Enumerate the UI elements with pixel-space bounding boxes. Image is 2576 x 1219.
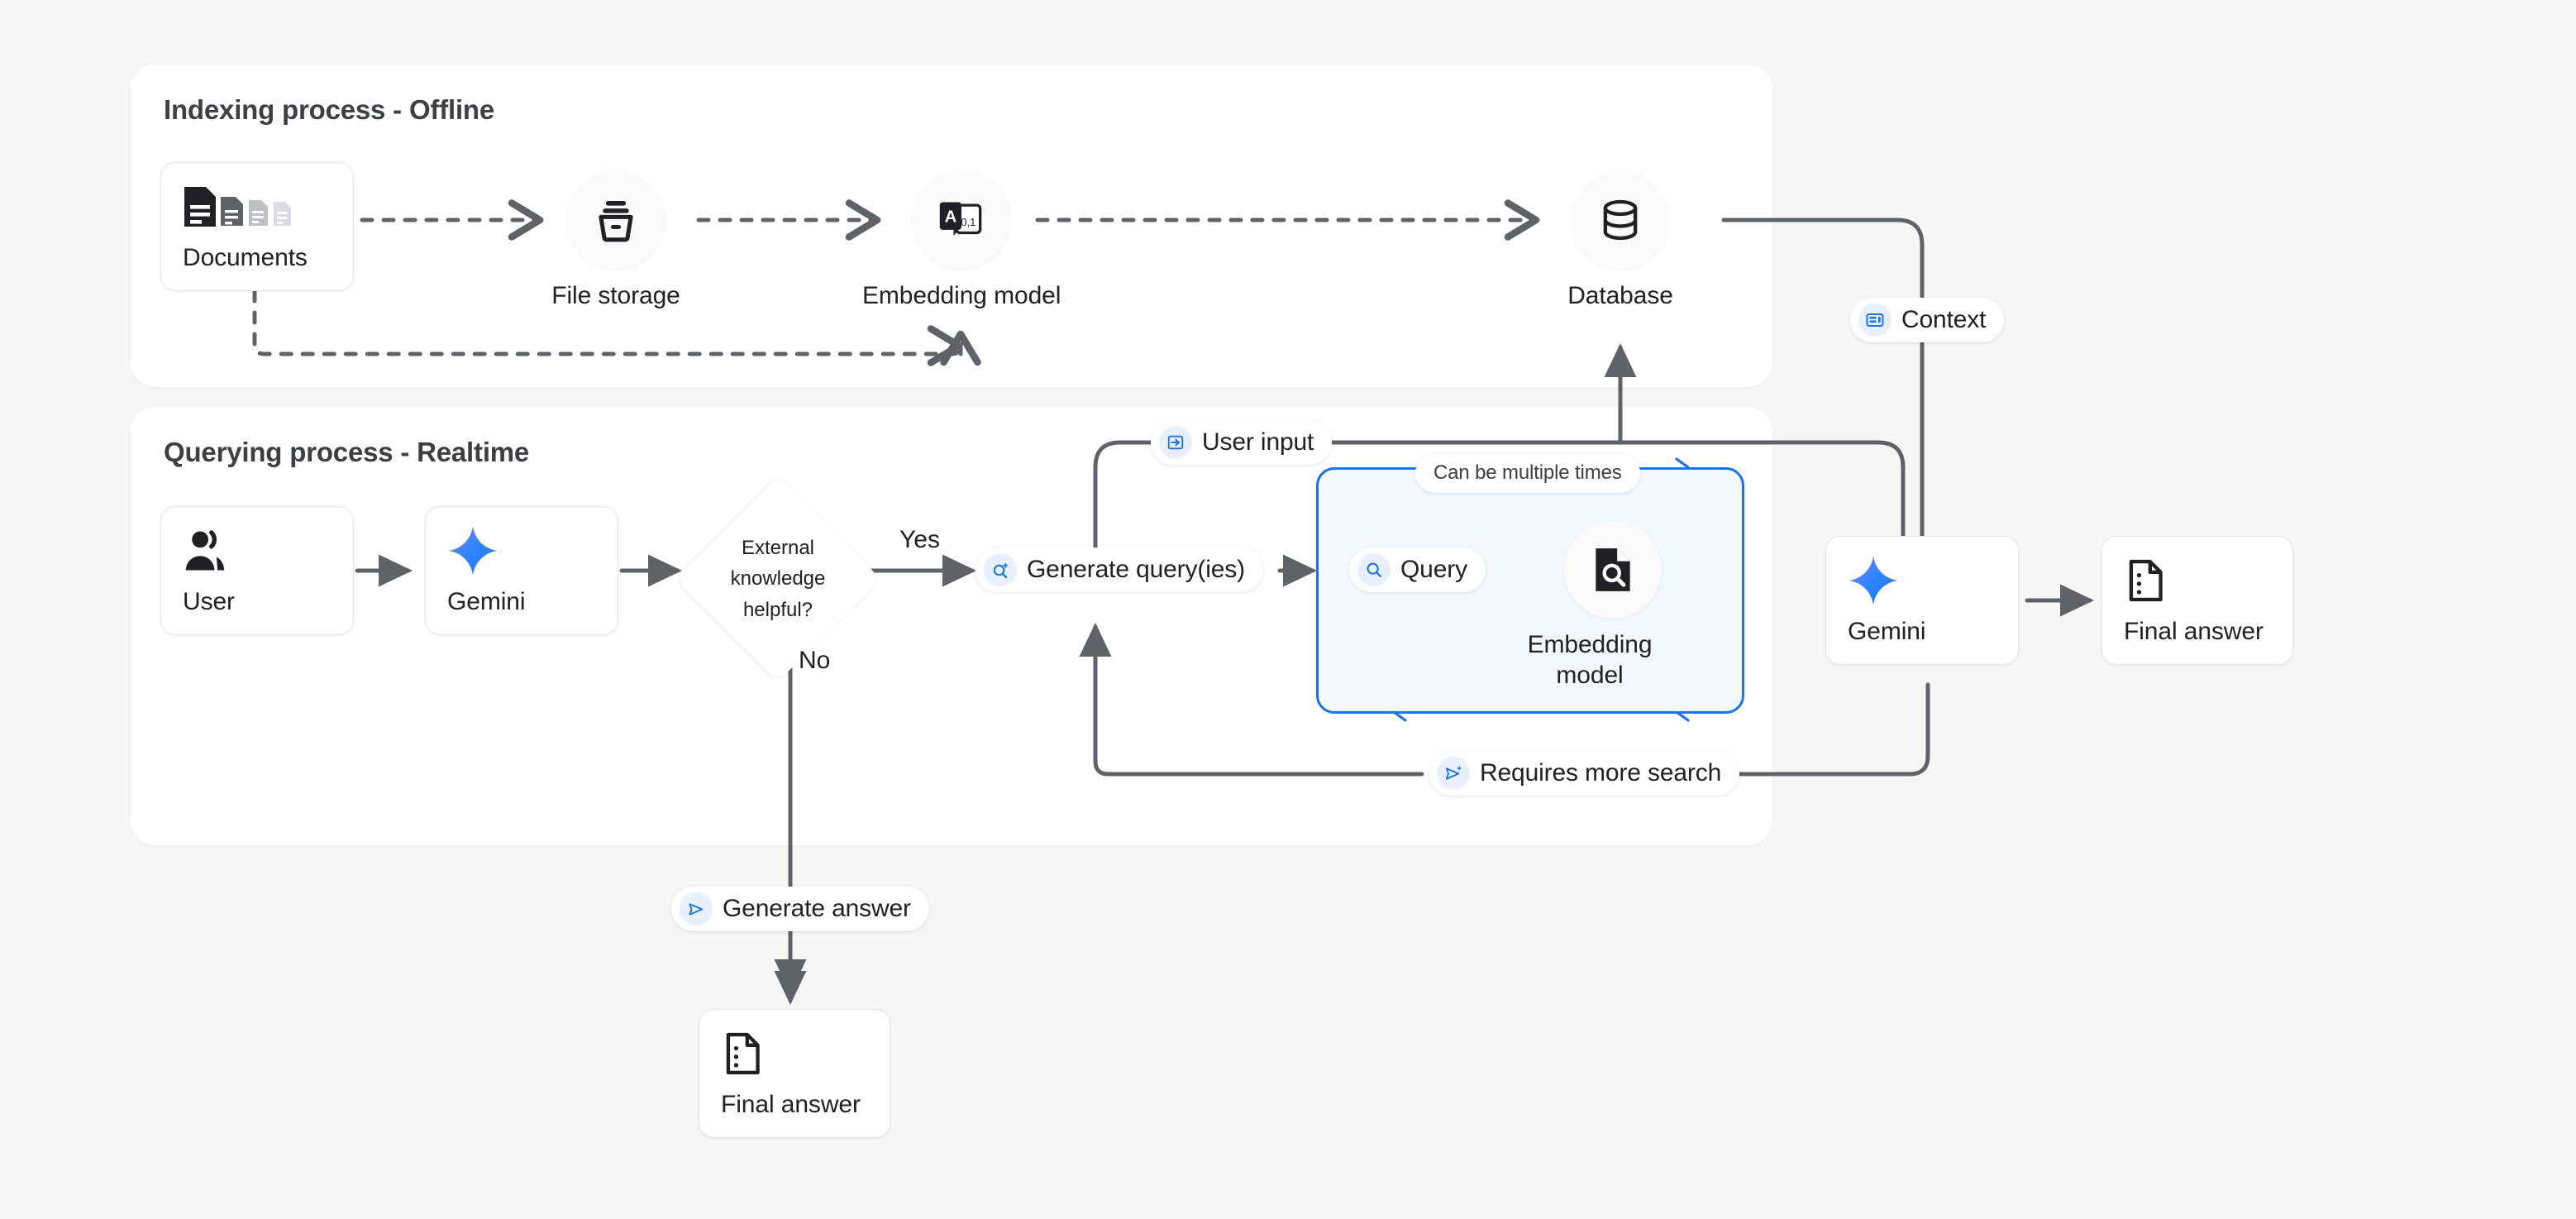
node-file-storage-label: File storage <box>551 282 680 309</box>
pill-generate-answer-label: Generate answer <box>723 895 911 922</box>
document-search-icon <box>1596 548 1630 591</box>
node-file-storage[interactable] <box>567 171 665 269</box>
pill-query[interactable]: Query <box>1349 547 1486 592</box>
user-icon <box>183 525 353 576</box>
pill-context-label: Context <box>1901 306 1987 333</box>
node-gemini-left-label: Gemini <box>447 588 526 615</box>
text-to-vector-icon: 0,1 A <box>939 202 982 237</box>
edge-label-no: No <box>799 647 831 674</box>
node-final-answer-right[interactable]: Final answer <box>2101 536 2293 665</box>
decision-line-3: helpful? <box>742 598 813 621</box>
gemini-sparkle-icon <box>447 525 618 576</box>
node-final-answer-bottom[interactable]: Final answer <box>699 1009 890 1138</box>
node-user[interactable]: User <box>160 506 354 635</box>
node-embedding-model-query[interactable] <box>1564 521 1662 619</box>
answer-document-icon <box>2124 555 2292 606</box>
node-decision-external-knowledge[interactable]: External knowledge helpful? <box>675 476 881 682</box>
pill-can-be-multiple-times: Can be multiple times <box>1415 453 1640 493</box>
documents-stack-icon <box>183 181 353 232</box>
pill-user-input-label: User input <box>1202 428 1314 456</box>
database-icon <box>1603 199 1638 241</box>
node-gemini-left[interactable]: Gemini <box>425 506 618 635</box>
embedding-query-line-1: Embedding <box>1527 631 1653 658</box>
pill-user-input[interactable]: User input <box>1151 420 1333 465</box>
pill-can-be-multiple-times-label: Can be multiple times <box>1433 461 1622 484</box>
pill-requires-more-search[interactable]: Requires more search <box>1429 751 1740 796</box>
answer-document-icon <box>721 1028 890 1079</box>
node-embedding-model-query-label: Embedding model <box>1518 630 1662 691</box>
send-icon <box>680 892 713 925</box>
node-embedding-model-indexing[interactable]: 0,1 A <box>913 171 1010 269</box>
decision-line-2: knowledge <box>730 567 826 590</box>
decision-line-1: External <box>741 537 815 560</box>
decision-text: External knowledge helpful? <box>679 506 877 652</box>
pill-generate-answer[interactable]: Generate answer <box>671 887 929 931</box>
node-gemini-right-label: Gemini <box>1848 618 1926 645</box>
search-sparkle-icon <box>984 553 1017 586</box>
pill-query-label: Query <box>1400 556 1467 583</box>
node-final-answer-right-label: Final answer <box>2124 618 2264 645</box>
node-final-answer-bottom-label: Final answer <box>721 1091 861 1118</box>
svg-text:A: A <box>945 208 957 226</box>
pill-generate-queries-label: Generate query(ies) <box>1027 556 1245 583</box>
node-database-label: Database <box>1567 282 1673 309</box>
pill-requires-more-search-label: Requires more search <box>1480 759 1722 786</box>
embedding-query-line-2: model <box>1556 661 1624 689</box>
input-arrow-icon <box>1159 426 1192 459</box>
node-documents[interactable]: Documents <box>160 162 354 291</box>
node-database[interactable] <box>1572 171 1669 269</box>
send-sparkle-icon <box>1437 757 1470 790</box>
panel-querying-title: Querying process - Realtime <box>164 437 530 467</box>
context-card-icon <box>1858 304 1891 337</box>
node-gemini-right[interactable]: Gemini <box>1825 536 2019 665</box>
pill-context[interactable]: Context <box>1850 298 2005 342</box>
node-documents-label: Documents <box>183 244 308 271</box>
edge-label-yes: Yes <box>899 526 940 553</box>
panel-indexing-title: Indexing process - Offline <box>164 94 495 125</box>
gemini-sparkle-icon <box>1848 555 2018 606</box>
node-user-label: User <box>183 588 235 615</box>
search-icon <box>1357 553 1391 586</box>
pill-generate-queries[interactable]: Generate query(ies) <box>976 547 1263 592</box>
storage-bucket-icon <box>599 201 633 242</box>
node-embedding-model-indexing-label: Embedding model <box>862 282 1061 309</box>
svg-text:0,1: 0,1 <box>961 216 976 228</box>
